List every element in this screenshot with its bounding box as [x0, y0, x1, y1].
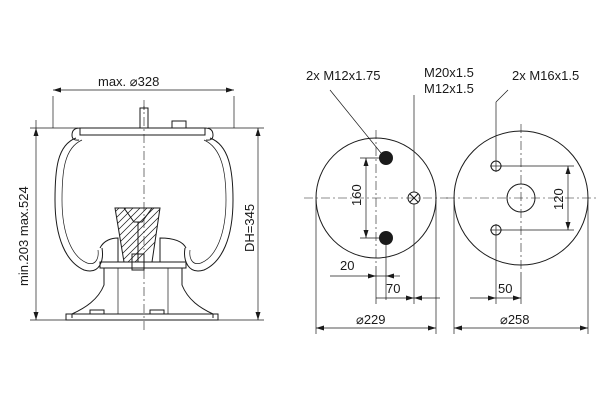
- stud-hole-lower-bottom: [490, 224, 502, 236]
- offset-70-label: 70: [386, 281, 400, 296]
- top-crimp-left: [71, 127, 81, 141]
- dim-offset-50: 50: [470, 236, 522, 304]
- bottom-plate-view: 2x M16x1.5 120 50 ⌀258: [446, 68, 598, 334]
- top-plate: [79, 127, 206, 136]
- dim-design-height: DH=345: [208, 127, 264, 321]
- dim-stud-spacing-160: 160: [349, 157, 380, 239]
- leader-m12: [329, 89, 382, 154]
- center-thread-label-1: M20x1.5: [424, 65, 474, 80]
- stud-hole-lower: [379, 231, 393, 245]
- max-diameter-label: max. ⌀328: [98, 74, 159, 89]
- piston-ring: [99, 261, 187, 269]
- bellows-right-outer: [184, 137, 234, 272]
- offset-20-label: 20: [340, 258, 354, 273]
- leader-m16: [495, 89, 509, 103]
- center-thread-label-2: M12x1.5: [424, 81, 474, 96]
- base-stud-left: [89, 309, 105, 315]
- bumper-stud: [131, 253, 145, 271]
- bellows-left-inner: [61, 139, 99, 264]
- top-plate-view: 2x M12x1.75 M20x1.5 M12x1.5 160 20: [304, 65, 474, 334]
- bellows-right-inner: [189, 139, 227, 264]
- stud-hole-upper: [379, 151, 393, 165]
- base-stud-right: [149, 309, 165, 315]
- air-spring-side-view: max. ⌀328 min.203 max.524 DH=345: [16, 74, 264, 330]
- bellows-left-outer: [54, 137, 103, 272]
- piston-skirt-right: [181, 268, 214, 318]
- bottom-thread-label: 2x M16x1.5: [512, 68, 579, 83]
- dim-top-diameter: ⌀229: [315, 200, 437, 334]
- bottom-diameter-label: ⌀258: [500, 312, 530, 327]
- design-height-label: DH=345: [242, 204, 257, 252]
- height-range-label: min.203 max.524: [16, 186, 31, 286]
- dim-bottom-diameter: ⌀258: [453, 200, 589, 334]
- stud-hole-upper-bottom: [490, 160, 502, 172]
- top-crimp-right: [204, 127, 214, 141]
- dim-stud-spacing-120: 120: [501, 165, 574, 231]
- center-bore: [506, 183, 536, 213]
- offset-50-label: 50: [498, 281, 512, 296]
- spacing-160-label: 160: [349, 184, 364, 206]
- left-thread-label: 2x M12x1.75: [306, 68, 380, 83]
- dim-max-diameter: max. ⌀328: [52, 74, 235, 128]
- piston-top-flange: [99, 237, 187, 263]
- top-diameter-label: ⌀229: [356, 312, 386, 327]
- dim-height-range: min.203 max.524: [16, 120, 78, 321]
- piston-base-plate: [65, 313, 219, 321]
- spacing-120-label: 120: [551, 188, 566, 210]
- top-stud: [171, 120, 187, 129]
- dim-offset-70: 70: [375, 204, 440, 304]
- dim-offset-20: 20: [330, 245, 400, 300]
- bumper-hatched: [114, 207, 161, 263]
